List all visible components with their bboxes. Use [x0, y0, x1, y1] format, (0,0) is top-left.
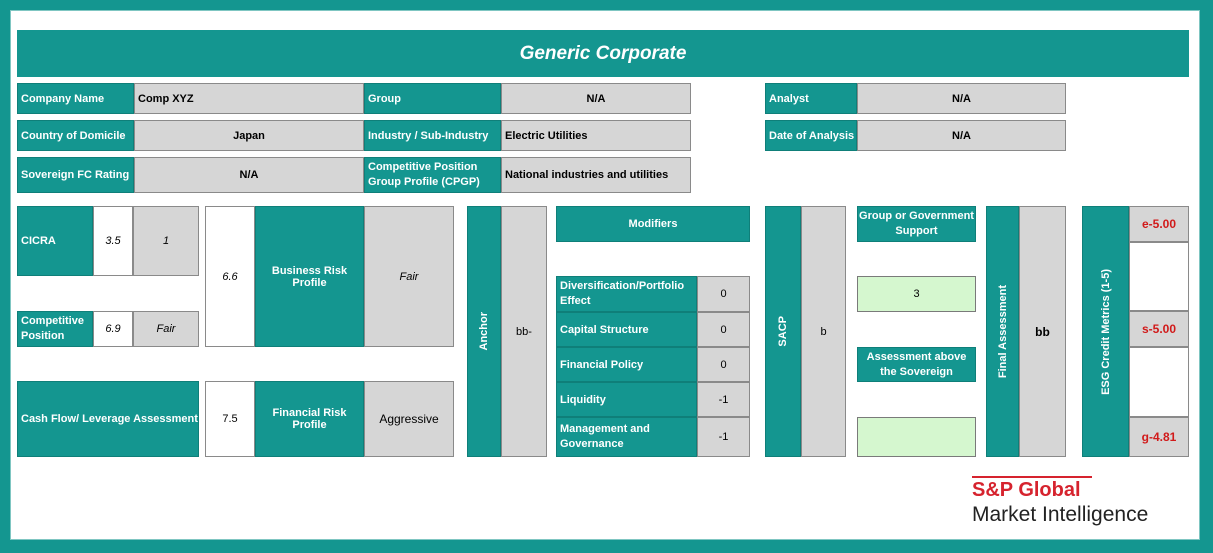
esg-spacer	[1129, 242, 1189, 311]
anchor-label: Anchor	[478, 312, 490, 351]
final-assessment-label: Final Assessment	[996, 284, 1009, 379]
brp-score: 6.6	[205, 206, 255, 347]
sacp-label: SACP	[777, 316, 789, 347]
esg-label: ESG Credit Metrics (1-5)	[1099, 268, 1112, 395]
company-name-label: Company Name	[17, 83, 134, 114]
date-label: Date of Analysis	[765, 120, 857, 151]
modifier-label: Financial Policy	[556, 347, 697, 382]
cpgp-value[interactable]: National industries and utilities	[501, 157, 691, 193]
modifier-value[interactable]: -1	[697, 417, 750, 457]
date-value[interactable]: N/A	[857, 120, 1066, 151]
anchor-label-cell: Anchor	[467, 206, 501, 457]
market-intelligence-logo: Market Intelligence	[972, 503, 1149, 526]
cpgp-label: Competitive Position Group Profile (CPGP…	[364, 157, 501, 193]
esg-e-score: e-5.00	[1129, 206, 1189, 242]
sacp-value: b	[801, 206, 846, 457]
cash-flow-score: 7.5	[205, 381, 255, 457]
page-title: Generic Corporate	[17, 30, 1189, 77]
anchor-value: bb-	[501, 206, 547, 457]
modifier-label: Diversification/Portfolio Effect	[556, 276, 697, 312]
competitive-position-level[interactable]: Fair	[133, 311, 199, 347]
company-name-value[interactable]: Comp XYZ	[134, 83, 364, 114]
above-sovereign-value[interactable]	[857, 417, 976, 457]
modifier-value[interactable]: 0	[697, 312, 750, 347]
analyst-label: Analyst	[765, 83, 857, 114]
analyst-value[interactable]: N/A	[857, 83, 1066, 114]
industry-label: Industry / Sub-Industry	[364, 120, 501, 151]
cicra-label: CICRA	[17, 206, 93, 276]
group-support-value[interactable]: 3	[857, 276, 976, 312]
brp-label: Business Risk Profile	[255, 206, 364, 347]
group-label: Group	[364, 83, 501, 114]
esg-spacer	[1129, 347, 1189, 417]
country-value[interactable]: Japan	[134, 120, 364, 151]
brp-value: Fair	[364, 206, 454, 347]
sacp-label-cell: SACP	[765, 206, 801, 457]
esg-g-score: g-4.81	[1129, 417, 1189, 457]
competitive-position-score: 6.9	[93, 311, 133, 347]
competitive-position-label: Competitive Position	[17, 311, 93, 347]
modifier-label: Management and Governance	[556, 417, 697, 457]
frp-value: Aggressive	[364, 381, 454, 457]
cicra-level[interactable]: 1	[133, 206, 199, 276]
modifier-label: Liquidity	[556, 382, 697, 417]
esg-label-cell: ESG Credit Metrics (1-5)	[1082, 206, 1129, 457]
final-assessment-label-cell: Final Assessment	[986, 206, 1019, 457]
modifier-value[interactable]: 0	[697, 276, 750, 312]
final-assessment-value: bb	[1019, 206, 1066, 457]
group-value[interactable]: N/A	[501, 83, 691, 114]
country-label: Country of Domicile	[17, 120, 134, 151]
modifier-label: Capital Structure	[556, 312, 697, 347]
above-sovereign-label: Assessment above the Sovereign	[857, 347, 976, 382]
cash-flow-label: Cash Flow/ Leverage Assessment	[17, 381, 199, 457]
sovereign-label: Sovereign FC Rating	[17, 157, 134, 193]
frp-label: Financial Risk Profile	[255, 381, 364, 457]
esg-s-score: s-5.00	[1129, 311, 1189, 347]
sovereign-value[interactable]: N/A	[134, 157, 364, 193]
sp-global-logo: S&P Global	[972, 479, 1081, 501]
modifier-value[interactable]: 0	[697, 347, 750, 382]
group-support-label: Group or Government Support	[857, 206, 976, 242]
cicra-score: 3.5	[93, 206, 133, 276]
modifier-value[interactable]: -1	[697, 382, 750, 417]
logo-rule	[972, 476, 1092, 478]
industry-value[interactable]: Electric Utilities	[501, 120, 691, 151]
modifiers-header: Modifiers	[556, 206, 750, 242]
